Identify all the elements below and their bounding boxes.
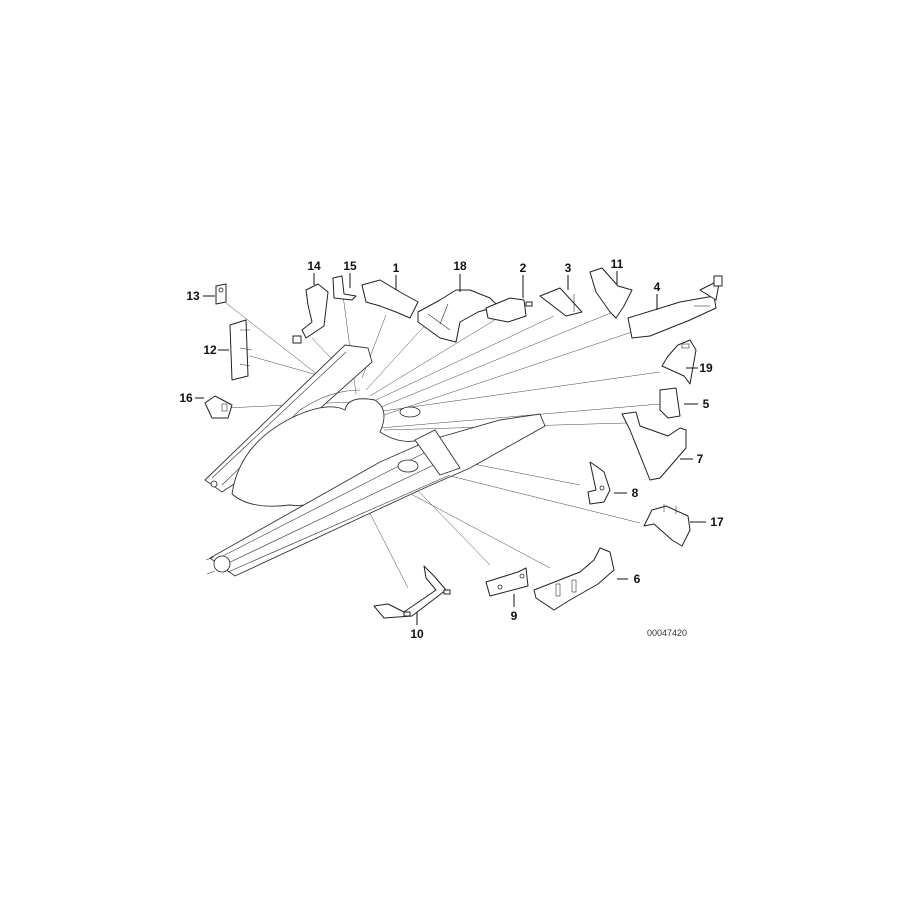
part-label-15: 15 <box>343 259 357 273</box>
part-label-2: 2 <box>519 261 527 275</box>
part-label-4: 4 <box>653 280 661 294</box>
part-6-bracket <box>533 547 628 611</box>
part-label-1: 1 <box>392 261 400 275</box>
part-5-clip <box>659 387 698 419</box>
part-label-14: 14 <box>307 259 321 273</box>
part-19-bracket <box>661 339 698 385</box>
part-label-17: 17 <box>710 515 724 529</box>
part-label-16: 16 <box>179 391 193 405</box>
part-label-19: 19 <box>699 361 713 375</box>
part-8-bracket <box>587 461 627 505</box>
part-label-5: 5 <box>702 397 710 411</box>
part-label-13: 13 <box>186 289 200 303</box>
part-label-3: 3 <box>564 261 572 275</box>
motorcycle-frame <box>204 344 546 577</box>
part-3-bracket <box>539 275 583 317</box>
part-1-bracket <box>361 275 419 319</box>
part-label-8: 8 <box>631 486 639 500</box>
part-7-bracket <box>621 411 693 481</box>
part-label-11: 11 <box>610 257 624 271</box>
part-label-18: 18 <box>453 259 467 273</box>
part-13-clip <box>203 283 227 305</box>
part-11-bracket <box>589 267 633 319</box>
part-17-plate <box>643 504 706 547</box>
part-12-bracket <box>218 319 253 381</box>
part-10-bracket <box>373 565 451 625</box>
part-label-10: 10 <box>410 627 424 641</box>
part-15-tab <box>332 273 357 301</box>
part-label-6: 6 <box>633 572 641 586</box>
part-label-9: 9 <box>510 609 518 623</box>
diagram-reference-number: 00047420 <box>646 628 688 638</box>
part-4-bracket <box>627 275 723 339</box>
part-16-plate <box>195 395 233 419</box>
part-2-bracket <box>485 275 533 323</box>
part-9-bracket <box>485 567 529 607</box>
part-14-bracket <box>292 273 329 344</box>
part-label-7: 7 <box>696 452 704 466</box>
part-label-12: 12 <box>203 343 217 357</box>
